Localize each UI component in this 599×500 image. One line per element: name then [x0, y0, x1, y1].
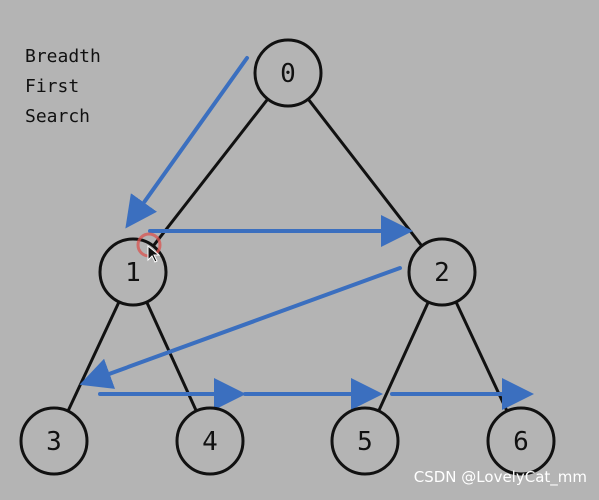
tree-node-1: 1	[98, 237, 168, 307]
cursor-arrow-icon	[147, 244, 161, 263]
node-circle	[175, 406, 245, 476]
title-line-3: Search	[25, 106, 91, 127]
edge-2-5	[377, 301, 430, 412]
watermark: CSDN @LovelyCat_mm	[413, 468, 587, 486]
tree-node-0: 0	[253, 38, 323, 108]
tree-node-4: 4	[175, 406, 245, 476]
node-circle	[253, 38, 323, 108]
node-label: 6	[513, 427, 529, 457]
traversal-arrow-1	[125, 56, 249, 229]
node-circle	[19, 406, 89, 476]
node-label: 3	[46, 427, 62, 457]
traversal-arrows	[79, 56, 534, 410]
tree-node-5: 5	[330, 406, 400, 476]
tree-node-2: 2	[407, 237, 477, 307]
node-circle	[407, 237, 477, 307]
traversal-arrow-3	[79, 266, 402, 389]
node-label: 1	[125, 258, 141, 288]
edge-0-1	[152, 98, 269, 247]
node-circle	[330, 406, 400, 476]
node-circle	[486, 406, 556, 476]
nodes-layer: 0 1 2 3 4 5 6	[19, 38, 556, 476]
node-label: 5	[357, 427, 373, 457]
tree-node-6: 6	[486, 406, 556, 476]
node-label: 2	[434, 258, 450, 288]
cursor-indicator	[136, 232, 162, 263]
node-label: 4	[202, 427, 218, 457]
title-line-2: First	[25, 76, 80, 97]
tree-node-3: 3	[19, 406, 89, 476]
title-block: Breadth First Search	[25, 42, 101, 132]
edge-0-2	[307, 98, 423, 247]
title-line-1: Breadth	[25, 46, 101, 67]
edge-1-3	[66, 301, 121, 412]
node-label: 0	[280, 59, 296, 89]
